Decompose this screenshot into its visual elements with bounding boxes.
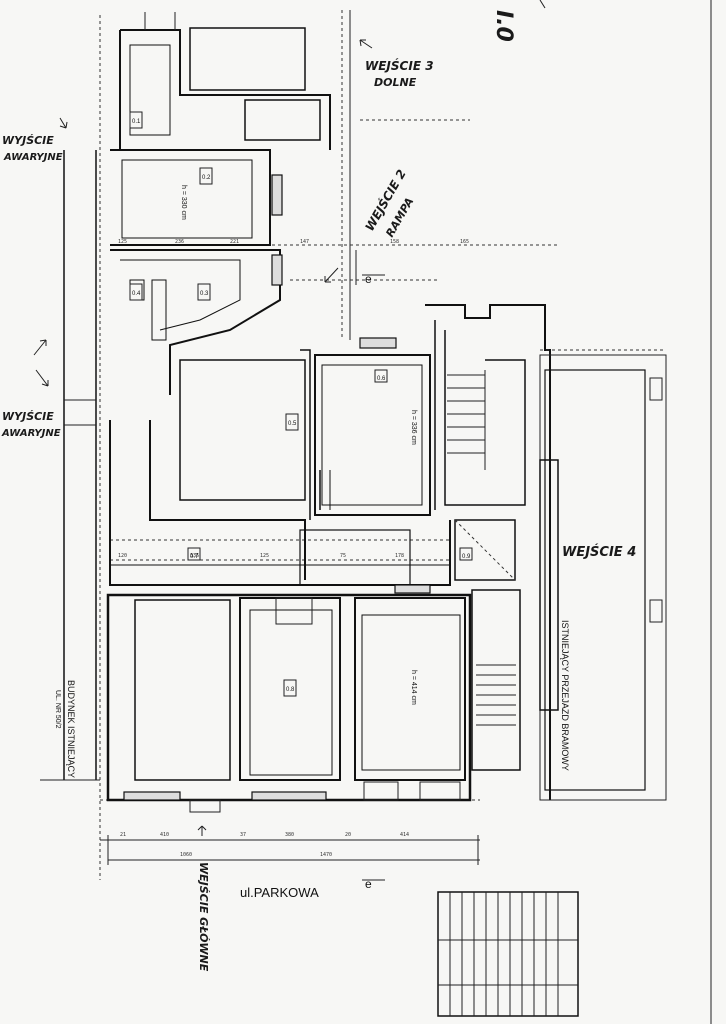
room-tag: 0.9 [462, 554, 471, 560]
existing-building-sublabel: UL. NR 50/2 [54, 690, 61, 729]
svg-text:410: 410 [160, 832, 169, 838]
sheet-corner-mark [539, 0, 546, 9]
gate-passage-label: ISTNIEJĄCY PRZEJAZD BRAMOWY [560, 620, 570, 771]
emergency-exit-top-label: WYJŚCIE [2, 134, 54, 147]
section-marker-label: e [365, 877, 372, 891]
svg-text:1060: 1060 [180, 852, 192, 858]
svg-text:125: 125 [118, 239, 127, 245]
entrance-4-label: WEJŚCIE 4 [562, 544, 636, 560]
sheet-number: I.0 [491, 10, 516, 42]
emergency-exit-mid-label: WYJŚCIE [2, 410, 54, 423]
svg-text:236: 236 [175, 239, 184, 245]
corridor-walls [109, 520, 451, 594]
room-tag: 0.5 [288, 421, 297, 427]
svg-text:165: 165 [460, 239, 469, 245]
emergency-exit-mid-annotation: WYJŚCIE AWARYJNE [1, 339, 61, 439]
room-tags: 0.1 0.2 0.3 0.4 0.5 0.6 0.7 0.8 0.9 [129, 111, 473, 697]
svg-text:120: 120 [118, 553, 127, 559]
room-tag: 0.4 [132, 291, 141, 297]
street-name: ul.PARKOWA [240, 885, 319, 900]
existing-building-label: BUDYNEK ISTNIEJĄCY [66, 680, 76, 778]
main-entrance-label: WEJŚCIE GŁÓWNE [197, 862, 210, 972]
entrance-3-sublabel: DOLNE [374, 76, 417, 89]
svg-text:221: 221 [230, 239, 239, 245]
central-hall-walls [109, 337, 431, 580]
emergency-exit-top-sublabel: AWARYJNE [3, 152, 63, 163]
gate-passage-outline [539, 349, 667, 801]
entrance-2-annotation: WEJŚCIE 2 RAMPA [324, 167, 416, 283]
entrance-3-label: WEJŚCIE 3 [365, 58, 434, 73]
room-tag: 0.2 [202, 175, 211, 181]
room-height-label: h = 414 cm [410, 670, 417, 705]
svg-text:20: 20 [345, 832, 351, 838]
section-marker-bottom: e [362, 877, 385, 891]
dimension-text: 125 236 221 147 158 165 120 336 125 75 178 21 41… [118, 239, 469, 858]
stair-core [425, 304, 551, 800]
room-tag: 0.8 [286, 687, 295, 693]
svg-text:336: 336 [190, 553, 199, 559]
lower-rooms-walls [106, 593, 472, 813]
emergency-exit-top-annotation: WYJŚCIE AWARYJNE [2, 117, 68, 163]
emergency-exit-mid-sublabel: AWARYJNE [1, 428, 61, 439]
room-height-label: h = 336 cm [410, 410, 417, 445]
room-tag: 0.6 [377, 376, 386, 382]
svg-text:37: 37 [240, 832, 246, 838]
svg-text:147: 147 [300, 239, 309, 245]
svg-text:75: 75 [340, 553, 346, 559]
svg-text:1470: 1470 [320, 852, 332, 858]
svg-text:21: 21 [120, 832, 126, 838]
main-entrance-annotation: WEJŚCIE GŁÓWNE [197, 825, 210, 972]
room-tag: 0.1 [132, 119, 141, 125]
svg-text:158: 158 [390, 239, 399, 245]
upper-wing-walls [110, 12, 331, 395]
room-tag: 0.3 [200, 291, 209, 297]
room-tag: 0.7 [190, 554, 199, 560]
svg-text:380: 380 [285, 832, 294, 838]
section-marker-top: e [362, 272, 385, 286]
entrance-3-annotation: WEJŚCIE 3 DOLNE [359, 39, 434, 89]
svg-text:178: 178 [395, 553, 404, 559]
svg-text:414: 414 [400, 832, 409, 838]
room-height-label: h = 330 cm [180, 185, 187, 220]
existing-building-outline [40, 150, 100, 781]
section-marker-label: e [365, 272, 372, 286]
title-block [437, 891, 579, 1017]
svg-text:125: 125 [260, 553, 269, 559]
